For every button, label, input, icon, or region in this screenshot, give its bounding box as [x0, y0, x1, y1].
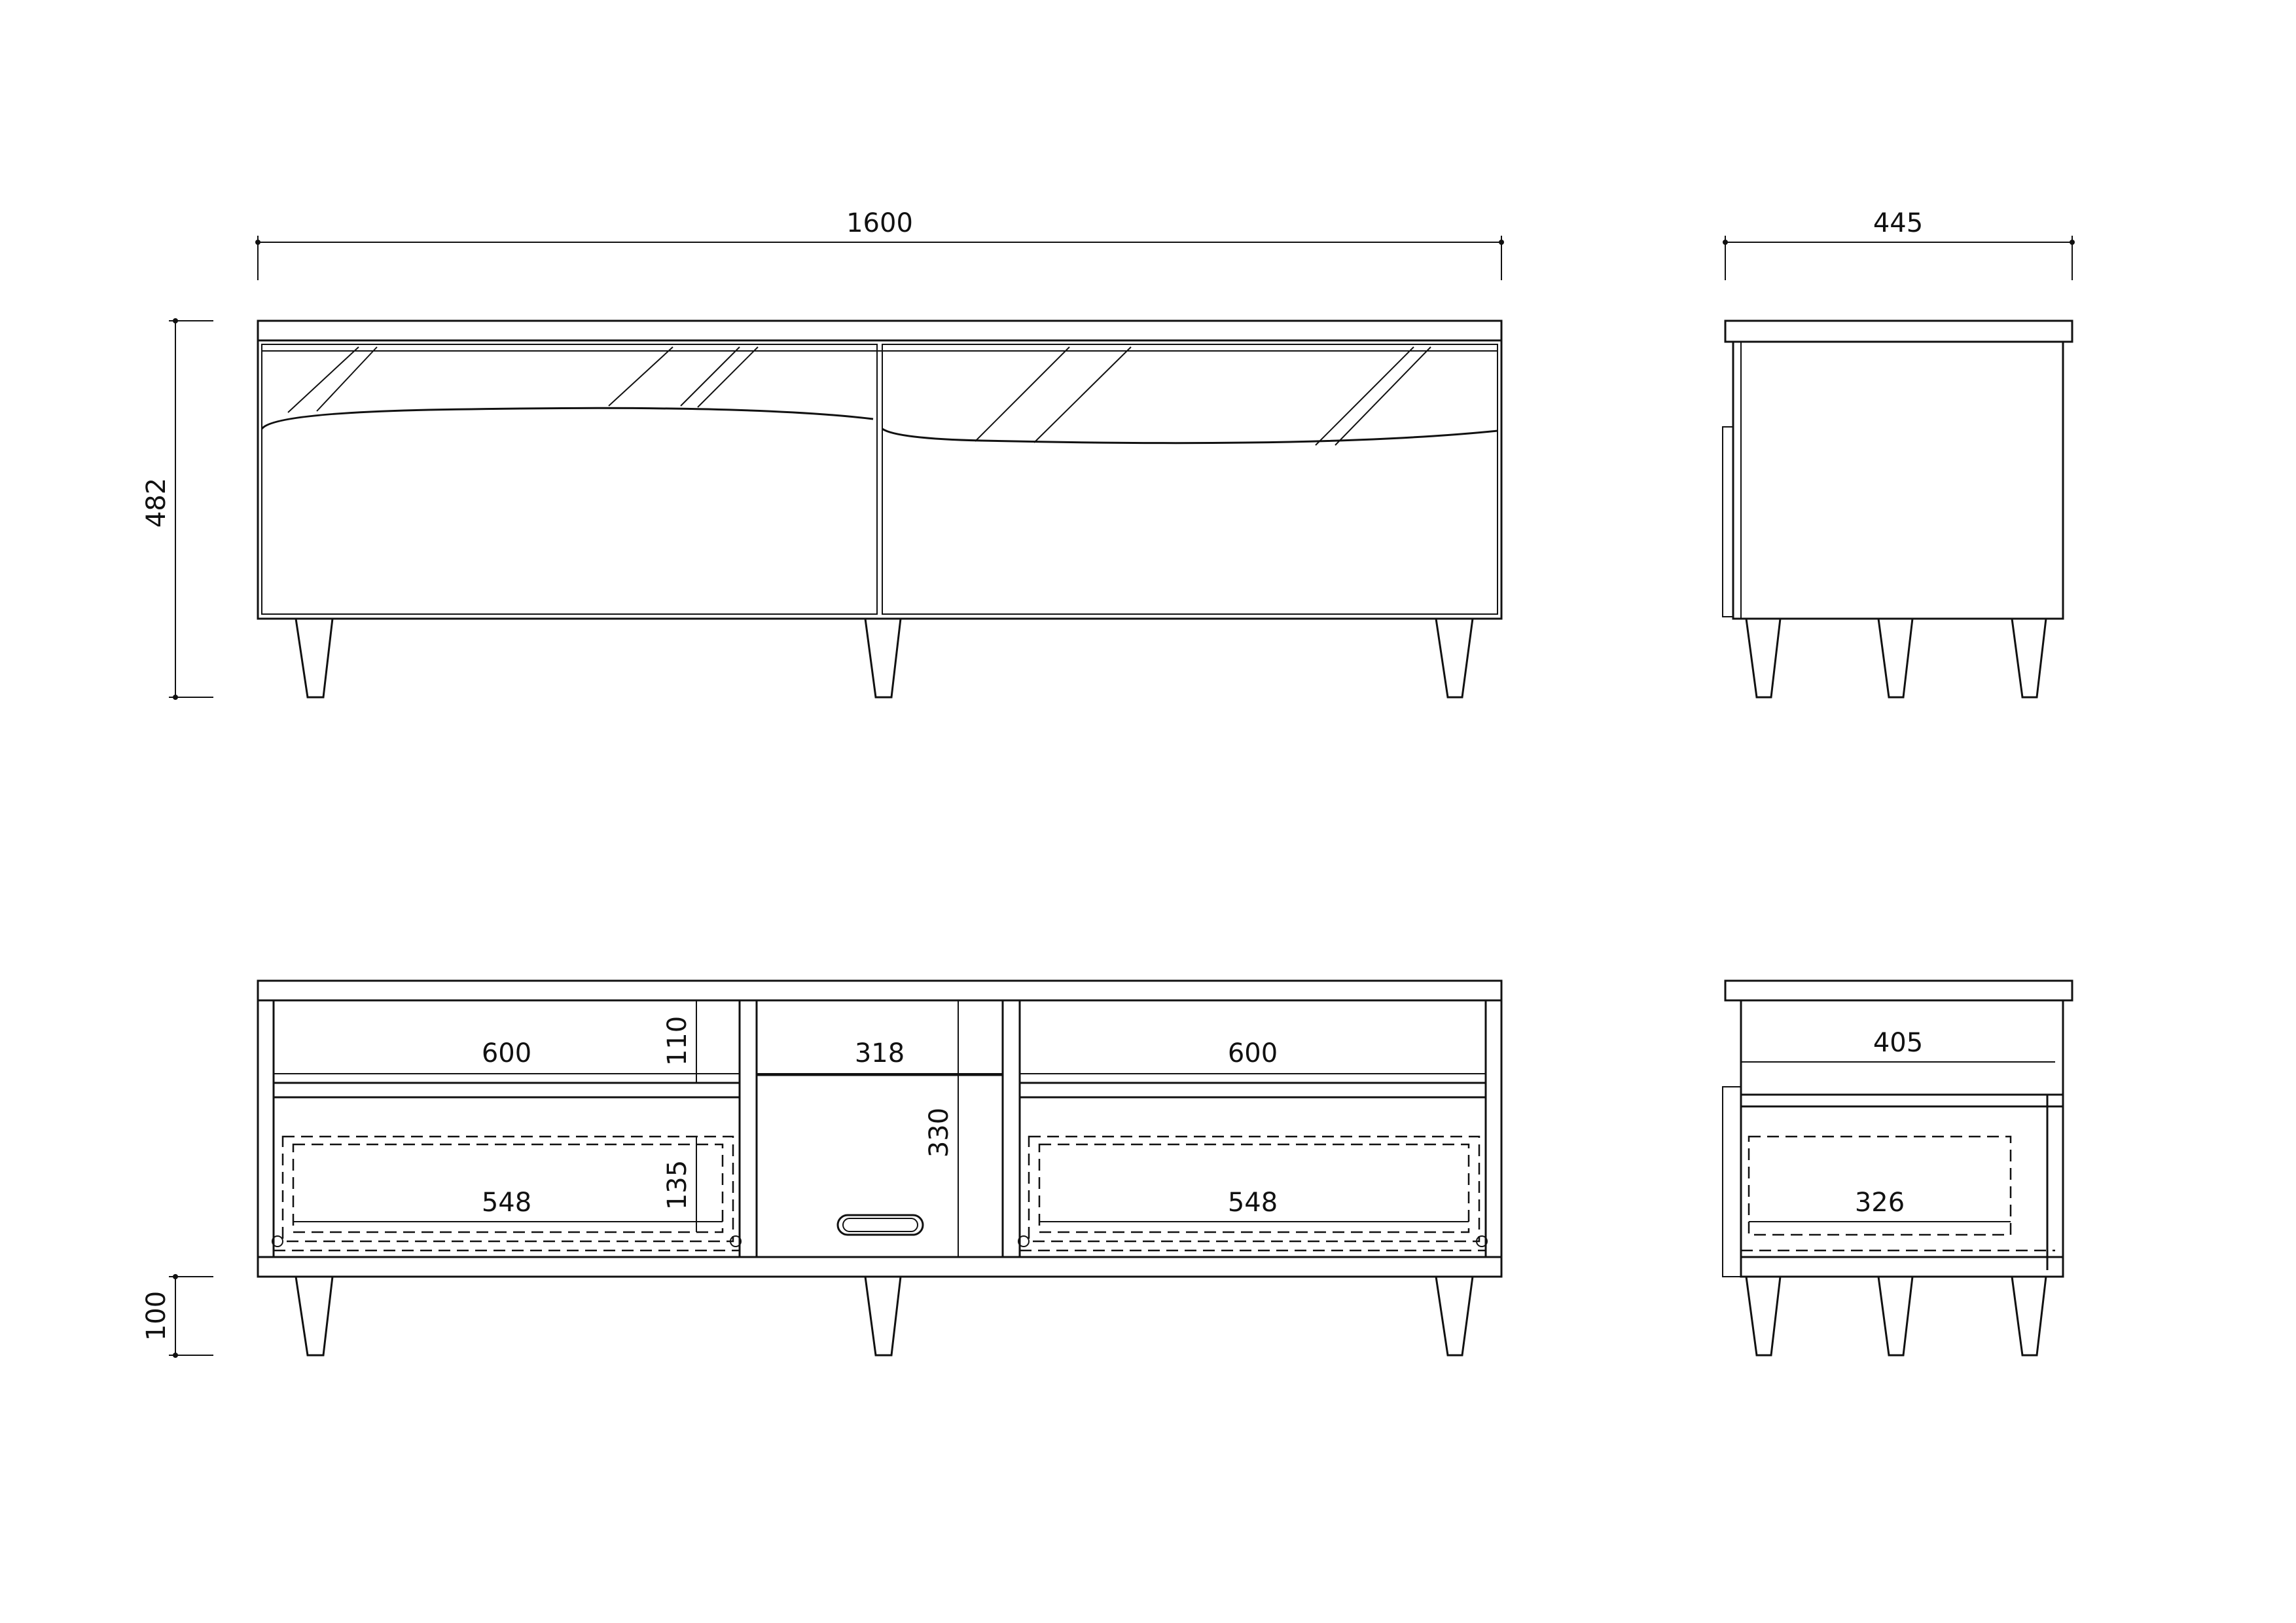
dim-side-inner-depth: 405 — [1873, 1028, 1923, 1058]
dim-drawer-right-width: 548 — [1228, 1188, 1278, 1218]
dim-leg-height: 100 — [141, 1291, 171, 1341]
side-open-view — [1722, 979, 2073, 1357]
dim-front-width: 1600 — [846, 208, 913, 238]
dim-shelf-left-width: 600 — [482, 1038, 531, 1068]
dim-center-width: 318 — [855, 1038, 905, 1068]
dim-side-depth: 445 — [1873, 208, 1923, 238]
dim-drawer-left-width: 548 — [482, 1188, 531, 1218]
dim-upper-shelf-height: 110 — [662, 1016, 692, 1066]
dim-shelf-right-width: 600 — [1228, 1038, 1278, 1068]
dim-drawer-height: 135 — [662, 1160, 692, 1210]
dim-side-drawer-depth: 326 — [1855, 1188, 1905, 1218]
dim-center-height: 330 — [924, 1108, 954, 1158]
front-view — [257, 319, 1503, 699]
dimension-lines — [169, 236, 2075, 1358]
side-view — [1722, 319, 2073, 699]
dim-total-height: 482 — [141, 478, 171, 528]
front-open-view — [257, 979, 1503, 1357]
